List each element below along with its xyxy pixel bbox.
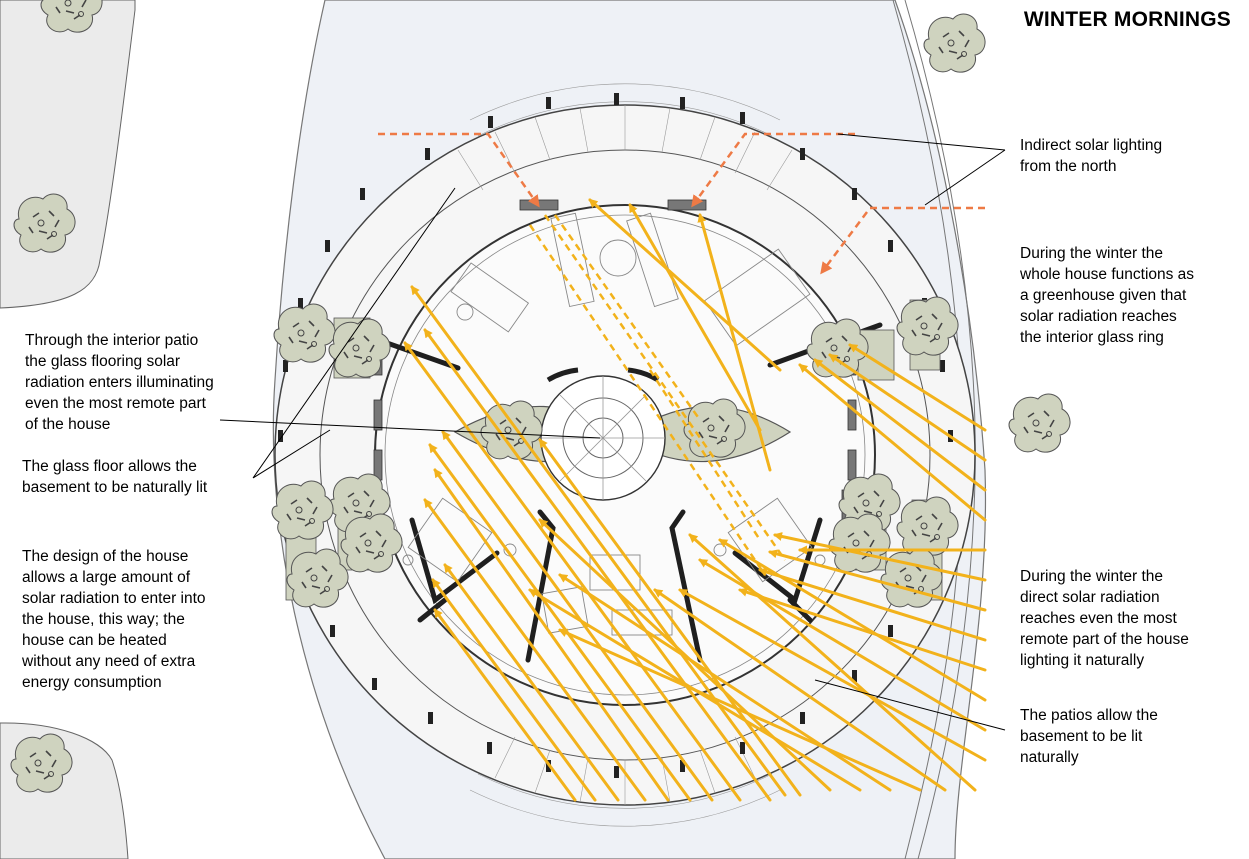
tree-icon: [1008, 393, 1071, 453]
indirect-light-arrows: [378, 132, 985, 275]
note-design: The design of the house allows a large a…: [22, 548, 206, 691]
note-patios: The patios allow the basement to be lit …: [1020, 707, 1158, 766]
terrace-tiles: [457, 83, 793, 827]
dashed-sun-rays: [528, 214, 787, 576]
left-land-strip: [0, 0, 136, 309]
note-interior-patio: Through the interior patio the glass flo…: [25, 332, 214, 433]
note-indirect-north: Indirect solar lighting from the north: [1020, 137, 1163, 175]
leader-lines: [219, 133, 1006, 731]
note-glass-floor: The glass floor allows the basement to b…: [22, 458, 208, 496]
sun-rays: [403, 198, 987, 802]
note-direct-radiation: During the winter the direct solar radia…: [1020, 568, 1189, 669]
page-title: WINTER MORNINGS: [1023, 8, 1231, 31]
tree-icon: [923, 13, 986, 73]
note-greenhouse: During the winter the whole house functi…: [1020, 245, 1195, 346]
